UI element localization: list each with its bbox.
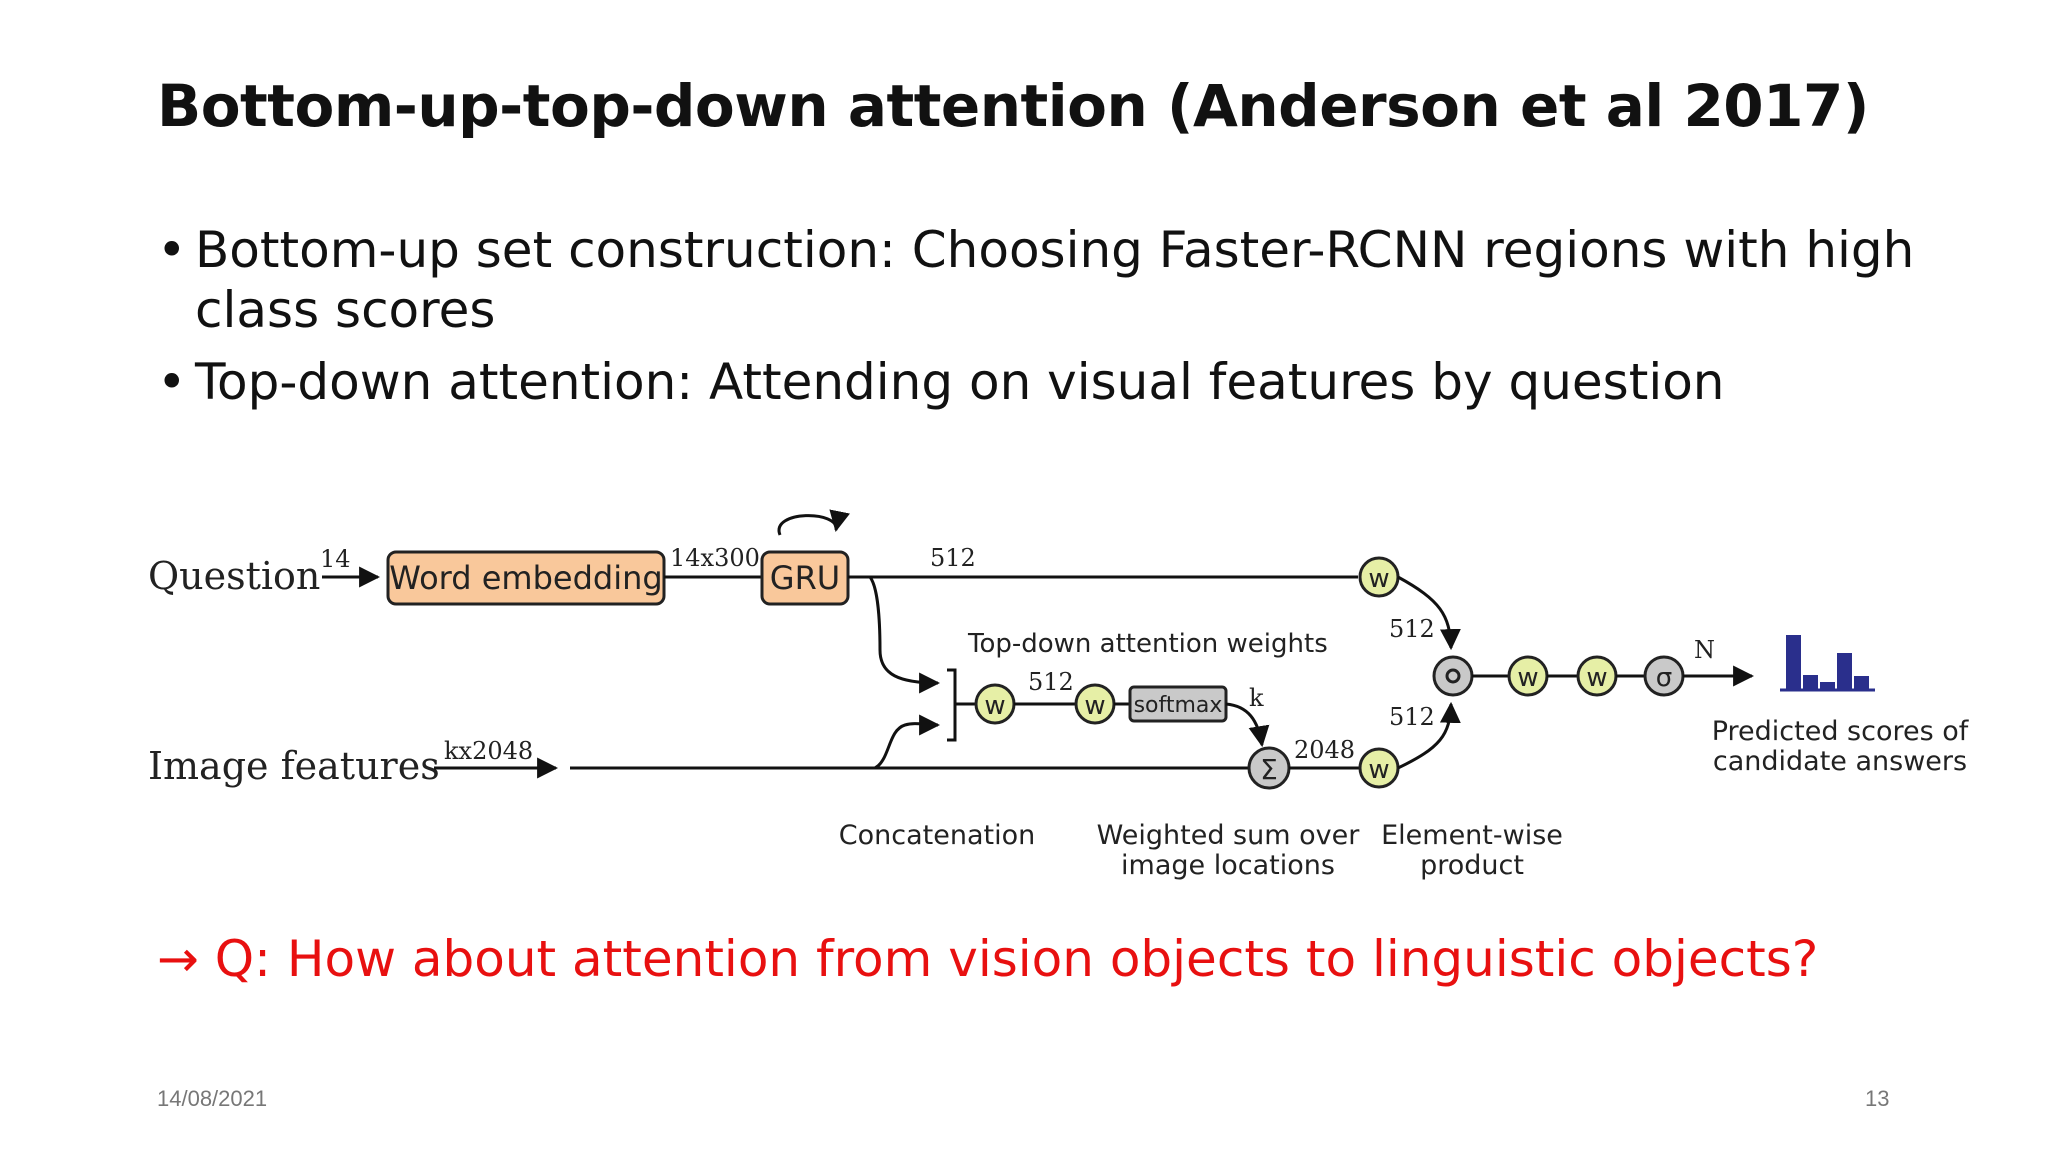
elementwise-product-node — [1432, 655, 1474, 697]
image-proj-dim-label: 512 — [1389, 703, 1435, 731]
product-dot-icon — [1445, 668, 1461, 684]
weighted-sum-caption-line2: image locations — [1121, 850, 1335, 881]
attention-dim-label: 512 — [1028, 668, 1074, 696]
question-proj-dim-label: 512 — [1389, 615, 1435, 643]
image-features-label: Image features — [148, 744, 440, 788]
attention-w1-label: w — [984, 691, 1005, 721]
gru-to-concat-line — [868, 576, 941, 694]
question-proj-w-label: w — [1368, 564, 1389, 594]
product-caption-line1: Element-wise — [1381, 820, 1563, 851]
sum-dim-label: 2048 — [1294, 736, 1355, 764]
image-dim-label: kx2048 — [444, 737, 533, 765]
n-dim-label: N — [1694, 636, 1715, 664]
weighted-sum-symbol: Σ — [1260, 753, 1278, 786]
scores-caption-line2: candidate answers — [1713, 746, 1967, 777]
concatenation-bracket — [947, 668, 957, 742]
attention-w2-label: w — [1084, 691, 1105, 721]
page-title: Bottom-up-top-down attention (Anderson e… — [157, 72, 1869, 140]
question-proj-to-product — [1397, 575, 1461, 651]
product-caption-line2: product — [1420, 850, 1524, 881]
gru-label: GRU — [770, 559, 840, 597]
bullet-text: Top-down attention: Attending on visual … — [195, 353, 1725, 411]
classifier-w1-label: w — [1517, 663, 1538, 693]
score-bar — [1854, 676, 1869, 690]
score-bar — [1803, 675, 1818, 690]
attention-weights-title: Top-down attention weights — [967, 629, 1328, 659]
bullet-list: Bottom-up set construction: Choosing Fas… — [157, 220, 1957, 424]
image-proj-w-label: w — [1368, 755, 1389, 785]
word-embedding-label: Word embedding — [389, 559, 662, 597]
scores-caption-line1: Predicted scores of — [1712, 716, 1970, 747]
question-input-label: Question — [148, 554, 320, 598]
image-proj-to-product — [1397, 701, 1461, 770]
sigmoid-label: σ — [1656, 663, 1672, 693]
concatenation-caption: Concatenation — [839, 820, 1035, 851]
softmax-label: softmax — [1134, 693, 1223, 718]
research-question: → Q: How about attention from vision obj… — [157, 930, 1818, 988]
research-question-text: Q: How about attention from vision objec… — [214, 930, 1819, 988]
score-bar — [1837, 653, 1852, 690]
bullet-text: Bottom-up set construction: Choosing Fas… — [195, 221, 1915, 339]
predicted-scores-bar-chart — [1780, 635, 1875, 692]
question-dim-label: 14 — [320, 545, 351, 573]
score-bar — [1820, 682, 1835, 690]
k-dim-label: k — [1249, 684, 1264, 712]
embedding-dim-label: 14x300 — [670, 544, 760, 572]
bullet-item: Top-down attention: Attending on visual … — [157, 352, 1957, 412]
gru-recurrent-loop — [777, 509, 850, 536]
page-number: 13 — [1865, 1086, 1890, 1111]
bullet-item: Bottom-up set construction: Choosing Fas… — [157, 220, 1957, 340]
gru-out-dim-label: 512 — [930, 544, 976, 572]
image-to-concat-line — [874, 714, 941, 770]
arrow-right-icon: → — [157, 930, 215, 988]
footer-date: 14/08/2021 — [157, 1086, 268, 1111]
classifier-w2-label: w — [1586, 663, 1607, 693]
softmax-to-sum-line — [1225, 702, 1270, 748]
score-bar — [1786, 635, 1801, 690]
weighted-sum-caption-line1: Weighted sum over — [1097, 820, 1361, 851]
